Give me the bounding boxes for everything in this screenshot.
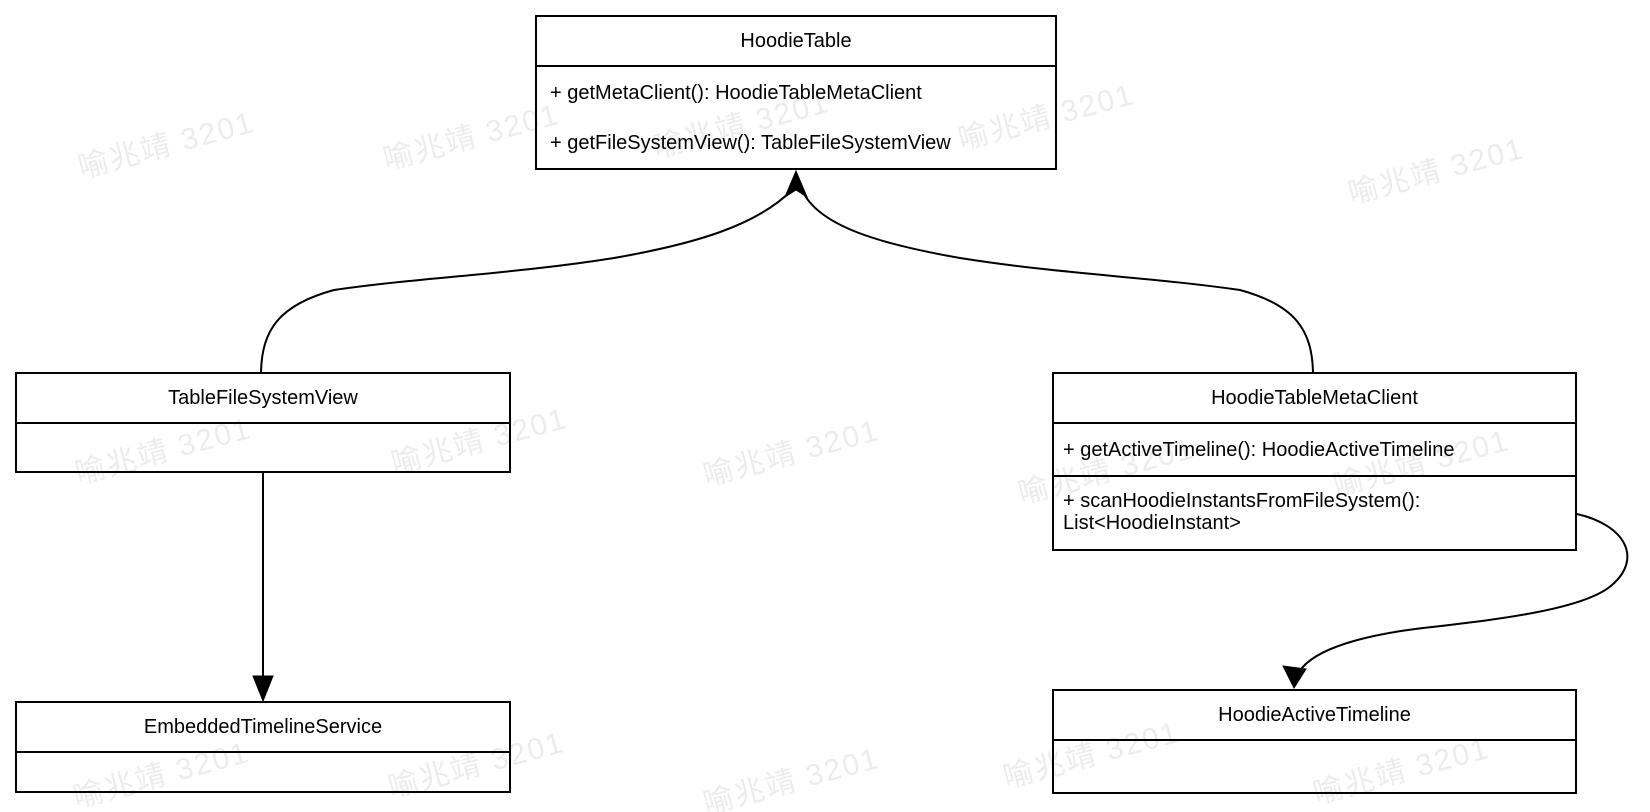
class-hoodietablemetaclient: HoodieTableMetaClient + getActiveTimelin… bbox=[1052, 372, 1577, 551]
arrowhead-to-hoodieactivetimeline bbox=[1282, 665, 1307, 690]
method-getmetaclient: + getMetaClient(): HoodieTableMetaClient bbox=[550, 81, 922, 104]
class-embeddedtimelineservice: EmbeddedTimelineService bbox=[15, 701, 511, 793]
class-hoodietablemetaclient-title: HoodieTableMetaClient bbox=[1054, 374, 1575, 424]
edge-hoodietablemetaclient-to-hoodietable bbox=[801, 189, 1314, 373]
class-tablefilesystemview: TableFileSystemView bbox=[15, 372, 511, 473]
edge-tablefilesystemview-to-hoodietable bbox=[260, 189, 793, 373]
method-scanhoodieinstantsfromfilesystem: + scanHoodieInstantsFromFileSystem(): Li… bbox=[1063, 490, 1421, 534]
class-hoodieactivetimeline-title: HoodieActiveTimeline bbox=[1054, 691, 1575, 741]
class-hoodietablemetaclient-method-compartment-1: + getActiveTimeline(): HoodieActiveTimel… bbox=[1054, 424, 1575, 475]
arrowhead-to-hoodietable bbox=[783, 169, 809, 199]
class-hoodieactivetimeline: HoodieActiveTimeline bbox=[1052, 689, 1577, 794]
class-hoodietable-methods: + getMetaClient(): HoodieTableMetaClient… bbox=[537, 67, 1055, 168]
method-getactivetimeline: + getActiveTimeline(): HoodieActiveTimel… bbox=[1063, 438, 1455, 461]
class-hoodieactivetimeline-empty-compartment bbox=[1054, 741, 1575, 792]
class-embeddedtimelineservice-title: EmbeddedTimelineService bbox=[17, 703, 509, 753]
edge-hoodietablemetaclient-to-hoodieactivetimeline bbox=[1298, 513, 1629, 673]
class-embeddedtimelineservice-empty-compartment bbox=[17, 753, 509, 791]
arrowhead-to-embeddedtimelineservice bbox=[252, 675, 274, 703]
method-getfilesystemview: + getFileSystemView(): TableFileSystemVi… bbox=[550, 131, 951, 154]
class-hoodietable-title: HoodieTable bbox=[537, 17, 1055, 67]
class-hoodietable: HoodieTable + getMetaClient(): HoodieTab… bbox=[535, 15, 1057, 170]
class-tablefilesystemview-empty-compartment bbox=[17, 424, 509, 471]
class-hoodietablemetaclient-method-compartment-2: + scanHoodieInstantsFromFileSystem(): Li… bbox=[1054, 475, 1575, 547]
class-tablefilesystemview-title: TableFileSystemView bbox=[17, 374, 509, 424]
